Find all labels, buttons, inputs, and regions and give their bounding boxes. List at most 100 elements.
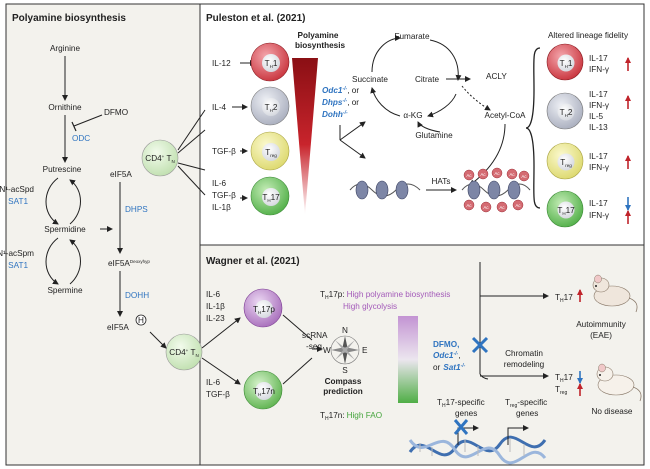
out-treg-b: IFN-γ <box>589 163 610 172</box>
treg-gene-tss <box>507 425 529 445</box>
hats-label: HATs <box>432 177 451 186</box>
link-tn-top-1 <box>177 109 206 151</box>
treg-cell: Treg <box>250 131 290 171</box>
svg-text:Ac: Ac <box>480 172 486 177</box>
th17p-finding-1: TH17p:High polyamine biosynthesis <box>320 290 450 301</box>
mouse-healthy-icon <box>596 363 642 402</box>
compass-s: S <box>342 366 348 375</box>
link-th17p-seq <box>282 314 313 341</box>
out-th2-d: IL-13 <box>589 123 608 132</box>
arrow-spermidine-spermine <box>45 237 59 285</box>
th17-genes-label-1: TH17-specific <box>437 398 485 409</box>
tca-to-akg <box>427 93 457 118</box>
cytokine-il6: IL-6 <box>212 179 227 188</box>
out-th1-b: IFN-γ <box>589 65 610 74</box>
bottom-right-panel <box>199 244 645 466</box>
n1-acspm-label: N¹-acSpm <box>0 249 34 258</box>
compass-n: N <box>342 326 348 335</box>
polyamine-gradient-wedge <box>292 58 318 215</box>
succinate-label: Succinate <box>352 75 388 84</box>
svg-text:Ac: Ac <box>483 205 489 210</box>
outcome-th1-cell: TH1 <box>546 43 584 81</box>
chromatin-label-2: remodeling <box>504 360 545 369</box>
altered-fidelity-label: Altered lineage fidelity <box>548 31 629 40</box>
hypusine-marker <box>135 314 147 326</box>
dfmo-inhibition-line <box>73 114 103 127</box>
polyamine-biosynthesis-label-2: biosynthesis <box>295 41 345 50</box>
sat1-a-label: SAT1 <box>8 197 28 206</box>
acly-label: ACLY <box>486 72 507 81</box>
th17-genes-label-2: genes <box>455 409 477 418</box>
citrate-label: Citrate <box>415 75 440 84</box>
link-th17n-seq <box>282 357 313 385</box>
n1-acspd-label: N¹-acSpd <box>0 185 34 194</box>
branch-curve <box>479 373 489 380</box>
scrna-label: scRNA <box>302 331 328 340</box>
th17-gene-tss <box>457 425 479 445</box>
svg-text:TH1: TH1 <box>265 59 278 69</box>
putrescine-label: Putrescine <box>43 165 82 174</box>
fumarate-label: Fumarate <box>394 32 429 41</box>
dhps-label: DHPS <box>125 205 148 214</box>
th17n-finding: TH17n:High FAO <box>320 411 382 422</box>
odc-label: ODC <box>72 134 90 143</box>
ornithine-label: Ornithine <box>48 103 82 112</box>
w-dfmo: DFMO, <box>433 340 459 349</box>
tca-succinate-fumarate <box>371 35 401 73</box>
svg-text:TH17: TH17 <box>557 206 575 216</box>
link-tn-top-2 <box>177 129 206 154</box>
acetyl-to-histones <box>469 123 506 186</box>
wagner-title: Wagner et al. (2021) <box>206 256 300 267</box>
akg-label: α-KG <box>403 111 422 120</box>
w-cytokine-tgfb: TGF-β <box>206 390 230 399</box>
mouse-sick-icon <box>592 274 638 313</box>
out-th2-b: IFN-γ <box>589 101 610 110</box>
svg-text:Ac: Ac <box>509 172 515 177</box>
arrow-spermine-spermidine <box>69 239 81 285</box>
compass-w: W <box>323 346 331 355</box>
glutamine-to-akg <box>417 121 441 133</box>
cytokine-il1b: IL-1β <box>212 203 231 212</box>
svg-text:TH17n: TH17n <box>253 387 275 397</box>
arrow-eif5ah-tn <box>149 331 167 349</box>
svg-text:Ac: Ac <box>499 205 505 210</box>
th17p-finding-2: High glycolysis <box>343 302 397 311</box>
svg-text:TH17p: TH17p <box>253 305 275 315</box>
svg-text:Ac: Ac <box>515 203 521 208</box>
sat1-b-label: SAT1 <box>8 261 28 270</box>
compass-icon <box>330 335 360 365</box>
svg-text:Treg: Treg <box>560 158 572 168</box>
chromatin-label-1: Chromatin <box>505 349 543 358</box>
spermine-label: Spermine <box>47 286 82 295</box>
w-cytokine-il6: IL-6 <box>206 290 221 299</box>
svg-text:CD4+ TN: CD4+ TN <box>145 154 174 164</box>
th17n-cell: TH17n <box>243 370 283 410</box>
acetyl-coa-label: Acetyl-CoA <box>485 111 526 120</box>
ko-arrow-down <box>339 139 366 159</box>
treg-genes-label-2: genes <box>516 409 538 418</box>
svg-text:Ac: Ac <box>466 173 472 178</box>
arrow-putrescine-spermidine <box>45 177 59 225</box>
th17-cell: TH17 <box>250 176 290 216</box>
ko-arrow-up <box>339 121 366 141</box>
w-cytokine-il1b: IL-1β <box>206 302 225 311</box>
inhibition-x-icon <box>471 336 489 354</box>
out-th17-b: IFN-γ <box>589 211 610 220</box>
eae-label: (EAE) <box>590 331 612 340</box>
odc1-ko: Odc1-/-, or <box>322 86 359 95</box>
out-th2-a: IL-17 <box>589 90 608 99</box>
naive-t-cell-top: CD4+ TN <box>141 139 179 177</box>
gradient-triangle <box>398 316 418 403</box>
svg-text:Ac: Ac <box>521 174 527 179</box>
out-th2-c: IL-5 <box>589 112 604 121</box>
w-odc1: Odc1-/-, <box>433 351 461 360</box>
left-panel-title: Polyamine biosynthesis <box>12 13 126 24</box>
treg-genes-label-1: Treg-specific <box>505 398 547 409</box>
w-cytokine-il6b: IL-6 <box>206 378 221 387</box>
th17-gene-block-x-icon <box>453 419 469 435</box>
seq-label: -seq <box>306 342 322 351</box>
out-th17-a: IL-17 <box>589 199 608 208</box>
